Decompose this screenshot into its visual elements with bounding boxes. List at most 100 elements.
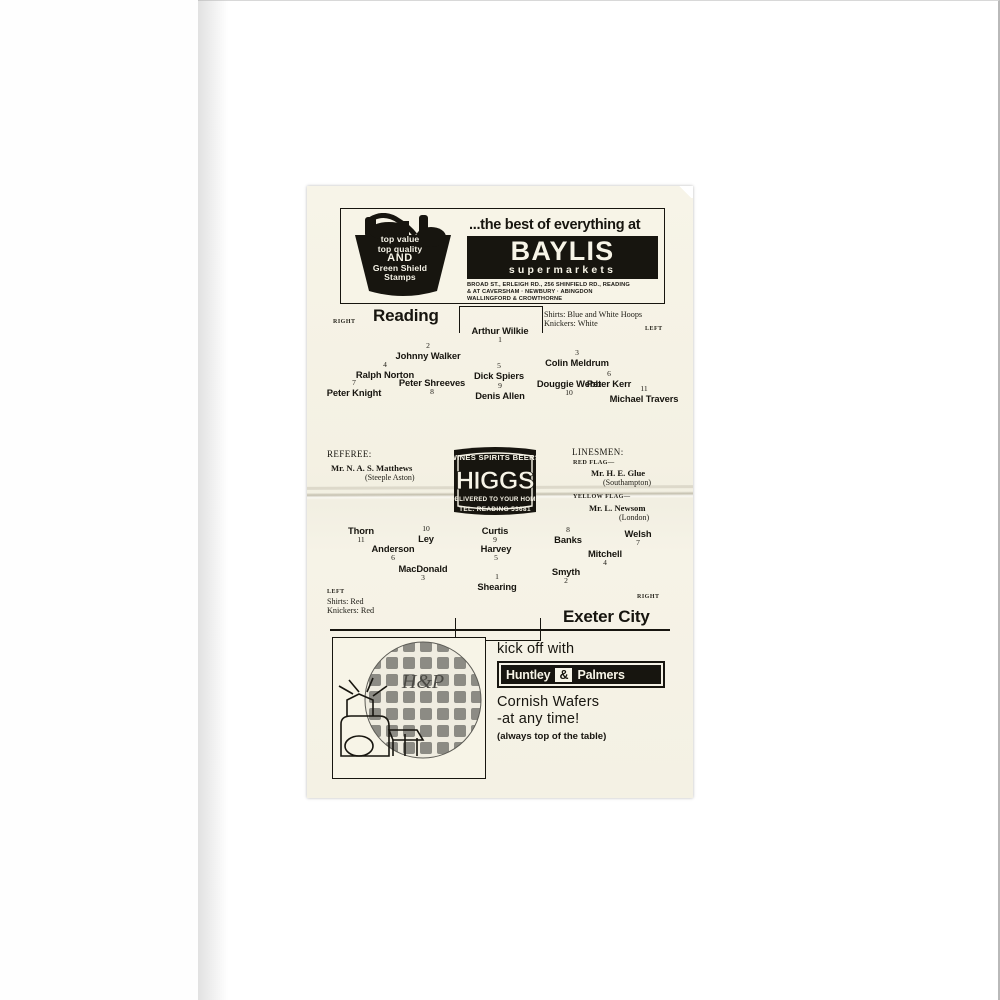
away-player-5-number: 5 [494, 553, 498, 562]
home-kit-knickers: Knickers: White [544, 319, 598, 329]
huntley-palmers-text: kick off with Huntley & Palmers Cornish … [486, 637, 670, 777]
away-player-3-name: MacDonald [398, 563, 448, 574]
ampersand-glyph: & [555, 667, 573, 682]
away-player-6: Anderson 6 [355, 544, 431, 563]
product-tagline: -at any time! [497, 711, 580, 727]
cornish-wafer-icon: H&P [338, 641, 482, 759]
higgs-advert: WINES SPIRITS BEERS HIGGS DELIVERED TO Y… [448, 444, 542, 518]
baylis-advert: top value top quality AND Green Shield S… [340, 208, 665, 304]
home-player-2-number: 2 [426, 341, 430, 350]
away-player-9: Curtis 9 [465, 526, 525, 545]
baylis-address-line-1: BROAD ST., ERLEIGH RD., 256 SHINFIELD RD… [467, 282, 630, 288]
home-player-11: Michael Travers 11 [599, 384, 689, 404]
home-player-9-name: Denis Allen [475, 389, 525, 401]
away-player-7-name: Welsh [624, 528, 652, 539]
home-player-6-name: Peter Kerr [586, 377, 632, 389]
home-player-1-number: 1 [498, 335, 502, 344]
basket-line-3: AND [387, 252, 413, 265]
higgs-phone-text: TEL. READING 53681 [459, 506, 531, 513]
home-player-10-number: 10 [565, 388, 573, 397]
yellow-flag-label: YELLOW FLAG— [573, 493, 631, 500]
home-kit-shirts: Shirts: Blue and White Hoops [544, 310, 643, 319]
home-player-9-number: 9 [498, 381, 502, 390]
higgs-logo-icon: WINES SPIRITS BEERS HIGGS DELIVERED TO Y… [450, 447, 540, 515]
home-left-marker: LEFT [645, 326, 663, 332]
higgs-brand-text: HIGGS [456, 467, 534, 495]
red-flag-label: RED FLAG— [573, 459, 615, 466]
home-player-4-name: Ralph Norton [355, 368, 415, 380]
home-player-9: Denis Allen 9 [461, 381, 539, 401]
baylis-advert-text: ...the best of everything at BAYLIS supe… [465, 209, 664, 303]
away-left-marker: LEFT [327, 589, 345, 595]
baylis-brand-sub: supermarkets [508, 264, 617, 276]
biscuit-illustration: H&P [332, 637, 486, 779]
home-player-4-number: 4 [383, 360, 387, 369]
basket-icon [355, 213, 451, 296]
home-right-marker: RIGHT [333, 319, 356, 325]
baylis-tagline: ...the best of everything at [469, 217, 641, 233]
home-player-6: Peter Kerr 6 [571, 369, 647, 389]
home-player-7-number: 7 [352, 378, 356, 387]
home-kit-note: Shirts: Blue and White Hoops Knickers: W… [544, 310, 642, 329]
away-player-1-name: Shearing [477, 580, 517, 592]
away-kit-knickers: Knickers: Red [327, 606, 375, 616]
referee-label: REFEREE: [327, 449, 372, 459]
linesmen-label: LINESMEN: [572, 447, 624, 457]
away-player-2-name: Smyth [551, 566, 581, 577]
away-player-8-number: 8 [566, 525, 570, 534]
home-player-1-name: Arthur Wilkie [471, 325, 529, 336]
home-player-1: Arthur Wilkie 1 [459, 326, 541, 345]
home-player-7: Peter Knight 7 [313, 378, 395, 398]
product-name: Cornish Wafers [497, 694, 600, 710]
home-player-4: Ralph Norton 4 [343, 360, 427, 380]
home-player-11-number: 11 [640, 384, 648, 393]
away-team-name: Exeter City [563, 607, 650, 626]
product-strapline: (always top of the table) [497, 731, 607, 742]
biscuit-monogram-text: H&P [401, 671, 444, 693]
section-divider [330, 629, 670, 632]
baylis-address-line-2: & AT CAVERSHAM · NEWBURY · ABINGDON [467, 289, 593, 295]
huntley-palmers-advert: H&P kick off with Huntley [332, 637, 670, 779]
sheet-corner [679, 186, 693, 198]
away-player-7-number: 7 [636, 538, 640, 547]
away-player-5-name: Harvey [480, 543, 512, 554]
away-player-6-number: 6 [391, 553, 395, 562]
basket-line-5: Stamps [384, 272, 416, 283]
away-player-4-name: Mitchell [587, 548, 623, 559]
baylis-logo: BAYLIS supermarkets [467, 236, 658, 279]
home-player-3-number: 3 [575, 348, 579, 357]
away-player-9-number: 9 [493, 535, 497, 544]
basket-line-4: Green Shield [372, 262, 428, 273]
away-player-7: Welsh 7 [611, 529, 665, 548]
away-player-11-number: 11 [357, 535, 365, 544]
referee-name: Mr. N. A. S. Matthews [331, 463, 413, 473]
home-player-7-name: Peter Knight [326, 386, 382, 398]
away-player-9-name: Curtis [481, 525, 509, 536]
home-player-3-name: Colin Meldrum [545, 356, 609, 368]
home-player-11-name: Michael Travers [609, 392, 679, 404]
home-player-5-number: 5 [497, 361, 501, 370]
away-player-3-number: 3 [421, 573, 425, 582]
home-player-6-number: 6 [607, 369, 611, 378]
home-goalkeeper-bracket [459, 306, 543, 333]
away-player-10: Ley 10 [400, 524, 452, 544]
home-player-8-number: 8 [430, 387, 434, 396]
home-player-10-name: Douggie Webb [536, 378, 602, 389]
huntley-palmers-logo: Huntley & Palmers [497, 661, 665, 688]
home-player-2-name: Johnny Walker [395, 349, 461, 361]
baylis-address: BROAD ST., ERLEIGH RD., 256 SHINFIELD RD… [467, 282, 658, 303]
away-player-8: Banks 8 [539, 525, 597, 545]
away-player-8-name: Banks [554, 533, 582, 545]
home-player-5: Dick Spiers 5 [459, 361, 539, 381]
home-player-3: Colin Meldrum 3 [529, 348, 625, 368]
away-player-1: Shearing 1 [457, 572, 537, 592]
home-team-name: Reading [373, 306, 439, 325]
red-flag-linesman-name: Mr. H. E. Glue [591, 468, 646, 478]
huntley-word: Huntley [506, 667, 551, 682]
away-player-4: Mitchell 4 [575, 549, 635, 568]
referee-town: (Steeple Aston) [365, 473, 415, 482]
shopping-basket-illustration: top value top quality AND Green Shield S… [341, 209, 465, 303]
home-player-2: Johnny Walker 2 [380, 341, 476, 361]
kick-off-text: kick off with [497, 641, 575, 657]
basket-line-2: top quality [377, 243, 423, 254]
